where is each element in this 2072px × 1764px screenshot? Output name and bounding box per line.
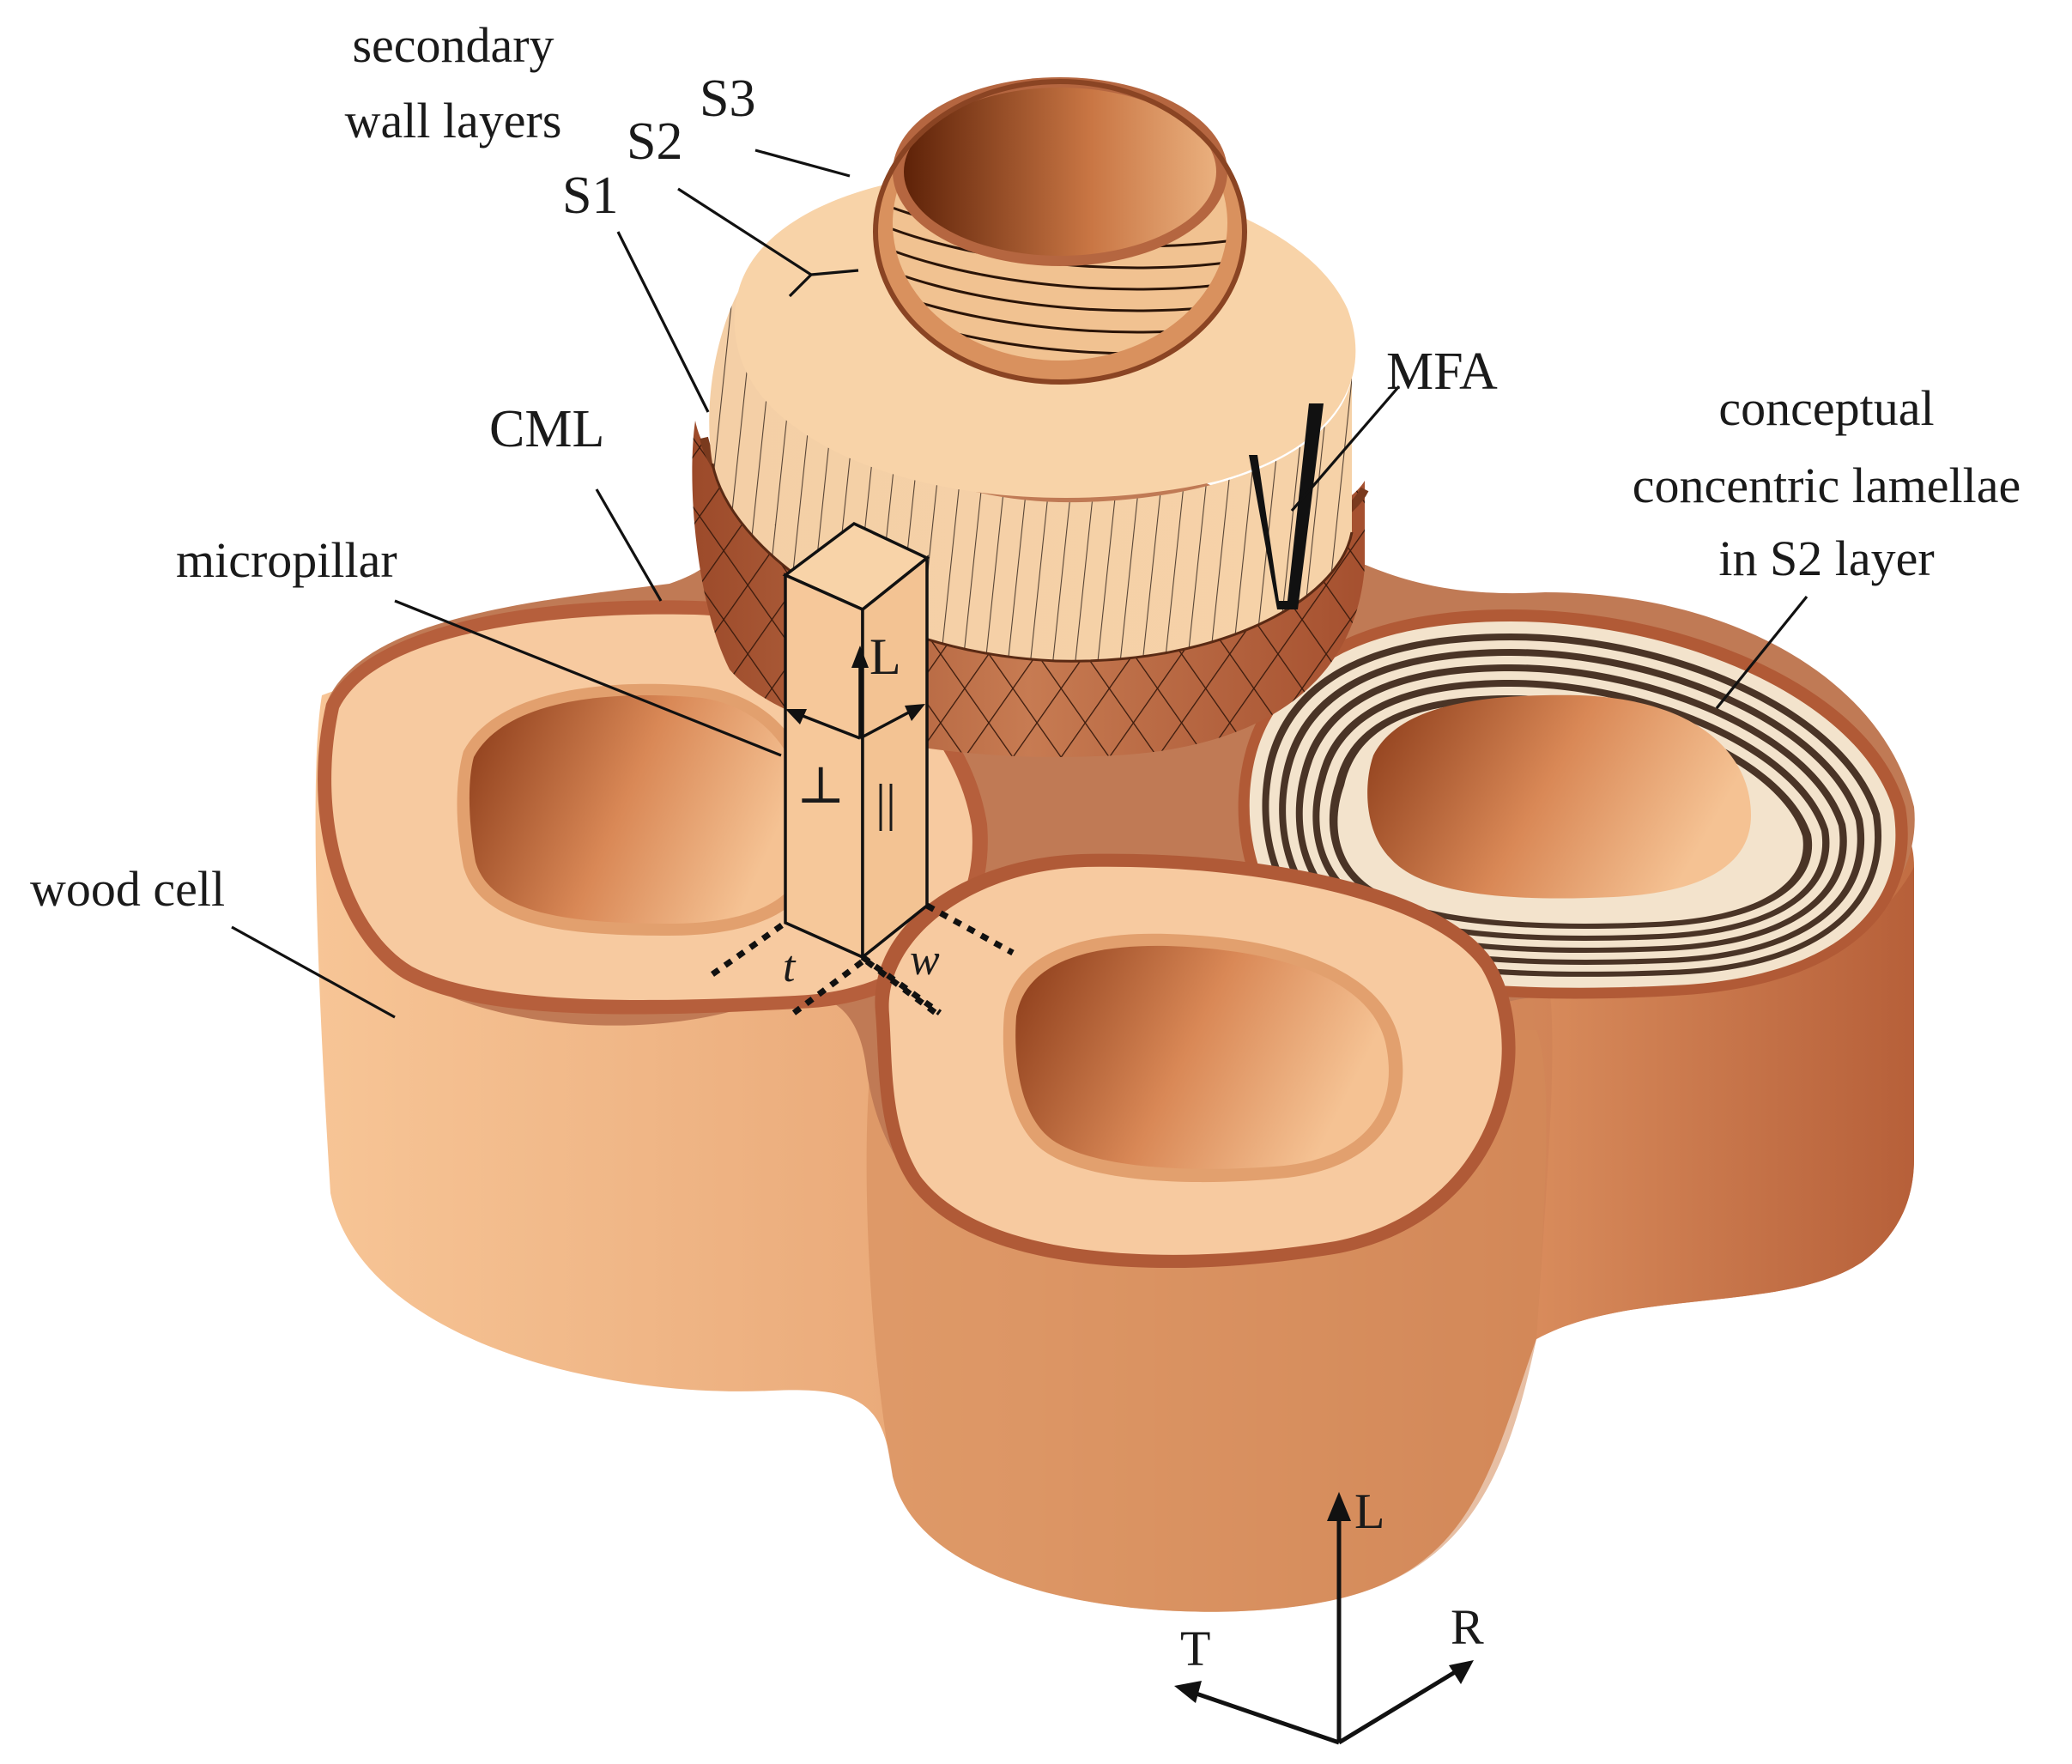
leader-lines: [231, 149, 1808, 1019]
label-axis-R: R: [1451, 1599, 1484, 1655]
label-conceptual-line2: concentric lamellae: [1633, 458, 2021, 513]
label-pillar-t: t: [783, 943, 797, 991]
axis-triad: [1174, 1492, 1474, 1745]
label-wood-cell: wood cell: [30, 861, 225, 917]
pillar-right-face: [861, 555, 929, 961]
label-secondary-line1: secondary: [352, 17, 554, 73]
label-s1: S1: [562, 167, 618, 225]
label-cml: CML: [489, 400, 604, 458]
mfa-fibril-marker: [1249, 403, 1324, 609]
label-secondary-line2: wall layers: [345, 93, 562, 149]
label-pillar-w: w: [910, 936, 940, 985]
label-conceptual-line1: conceptual: [1718, 380, 1934, 436]
label-micropillar: micropillar: [176, 532, 397, 588]
front-cell-lumen: [1015, 945, 1389, 1169]
micropillar: [710, 521, 1015, 1015]
label-pillar-L: L: [869, 628, 901, 685]
label-axis-L: L: [1354, 1483, 1384, 1539]
label-pillar-perp: ⊥: [797, 757, 845, 814]
top-cell-lumen: [904, 88, 1216, 256]
front-cell: [875, 853, 1516, 1269]
label-conceptual-line3: in S2 layer: [1718, 530, 1934, 586]
labels: secondary wall layers S3 S2 S1 CML micro…: [30, 17, 2021, 1676]
label-s2: S2: [627, 112, 682, 171]
block-right-face: [1536, 867, 1914, 1339]
label-mfa: MFA: [1386, 342, 1498, 401]
s3-layer: [873, 77, 1247, 385]
right-cell-lumen: [1367, 694, 1751, 899]
left-cell-lumen: [469, 694, 808, 924]
label-axis-T: T: [1180, 1621, 1210, 1676]
label-pillar-parallel: ||: [875, 774, 896, 831]
label-s3: S3: [700, 70, 755, 128]
